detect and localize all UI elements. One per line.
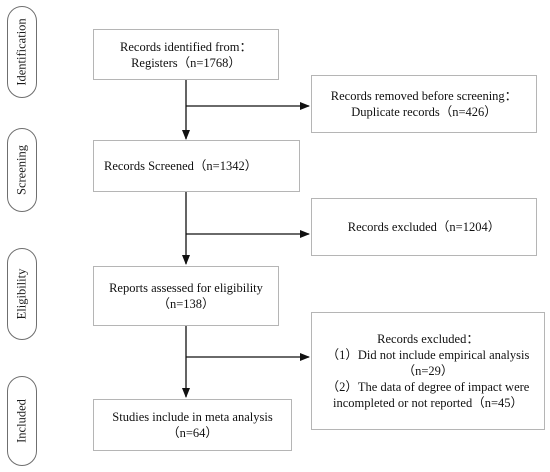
- records-excluded-2-line-1: Records excluded：: [377, 332, 479, 346]
- phase-included: Included: [7, 376, 37, 466]
- box-records-screened: Records Screened（n=1342）: [93, 140, 300, 192]
- phase-screening-label: Screening: [14, 145, 29, 195]
- records-identified-line-2: Registers（n=1768）: [131, 55, 241, 70]
- reports-assessed-line-2: （n=138）: [157, 297, 215, 311]
- records-excluded-2-line-2: （1）Did not include empirical analysis: [326, 348, 530, 362]
- records-identified-line-1: Records identified from：: [120, 39, 252, 54]
- box-records-identified: Records identified from： Registers（n=176…: [93, 29, 279, 80]
- records-removed-line-2: Duplicate records（n=426）: [351, 105, 497, 119]
- box-reports-assessed: Reports assessed for eligibility （n=138）: [93, 266, 279, 326]
- phase-identification: Identification: [7, 6, 37, 98]
- box-records-removed: Records removed before screening： Duplic…: [311, 75, 537, 133]
- phase-eligibility: Eligibility: [7, 248, 37, 340]
- studies-included-line-1: Studies include in meta analysis: [112, 410, 273, 424]
- box-studies-included: Studies include in meta analysis （n=64）: [93, 399, 292, 451]
- reports-assessed-line-1: Reports assessed for eligibility: [109, 281, 263, 295]
- records-excluded-1-line-1: Records excluded（n=1204）: [347, 220, 501, 234]
- records-excluded-2-line-4: （2）The data of degree of impact were: [326, 380, 530, 394]
- phase-screening: Screening: [7, 128, 37, 212]
- records-screened-line-1: Records Screened（n=1342）: [104, 159, 258, 173]
- phase-identification-label: Identification: [14, 18, 29, 86]
- records-removed-line-1: Records removed before screening：: [330, 89, 518, 103]
- records-excluded-2-line-5: incompleted or not reported（n=45）: [333, 396, 523, 410]
- records-excluded-2-line-3: （n=29）: [402, 364, 454, 378]
- studies-included-line-2: （n=64）: [167, 426, 218, 440]
- phase-eligibility-label: Eligibility: [14, 268, 29, 320]
- phase-included-label: Included: [14, 399, 29, 443]
- box-records-excluded-1: Records excluded（n=1204）: [311, 198, 537, 256]
- box-records-excluded-2: Records excluded： （1）Did not include emp…: [311, 312, 545, 430]
